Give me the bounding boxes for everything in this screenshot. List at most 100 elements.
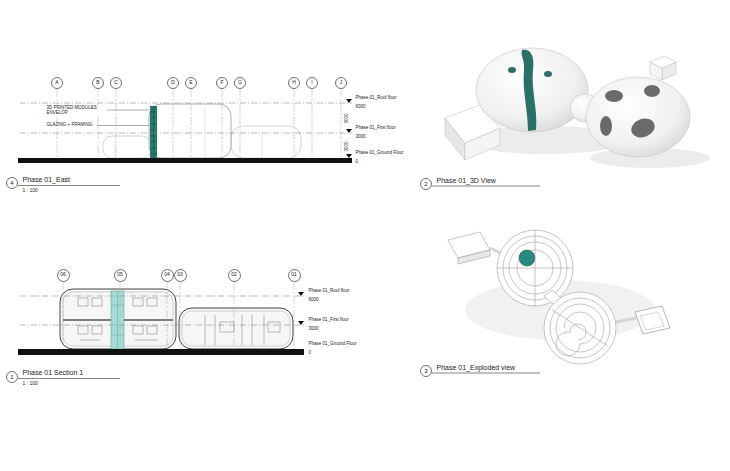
bubble-circle <box>307 78 318 89</box>
bubble-circle <box>174 269 186 281</box>
title-underline <box>432 373 540 374</box>
grid-line <box>180 282 181 349</box>
exploded-view <box>544 292 616 364</box>
exploded-view <box>497 268 573 269</box>
section-building <box>252 315 253 345</box>
section-building <box>205 315 206 345</box>
level-name: Phase 01_First floor <box>308 318 349 323</box>
bubble-circle <box>57 269 69 281</box>
section-building <box>111 335 124 336</box>
level-marker <box>346 99 352 158</box>
exploded-view <box>556 312 596 356</box>
level-marker <box>346 129 352 133</box>
bubble-circle <box>217 78 228 89</box>
level-line <box>20 325 304 326</box>
view-callout: 3 <box>420 365 432 377</box>
level-line <box>20 103 352 133</box>
dimension: 3000 <box>346 140 351 151</box>
3d-view <box>522 50 537 131</box>
grid-label: F <box>220 80 223 86</box>
dimension: 3000 <box>346 112 351 123</box>
annotation: GLAZING + FRAMING <box>46 123 93 128</box>
3d-view <box>605 90 623 102</box>
3d-view <box>586 77 690 157</box>
section-building <box>80 340 100 341</box>
section-building <box>242 315 243 345</box>
section-building <box>133 326 143 334</box>
grid-line <box>63 282 64 349</box>
elevation-building <box>149 104 231 158</box>
bubble-circle <box>336 78 347 89</box>
exploded-view <box>448 230 670 364</box>
exploded-view <box>519 250 535 266</box>
view-title: Phase 01 Section 1 <box>22 369 84 377</box>
grid-label: 04 <box>164 272 170 278</box>
title-underline <box>18 185 120 186</box>
grid-label: E <box>189 80 192 86</box>
section-building <box>92 298 102 306</box>
level-name: Phase 01_Roof floor <box>355 96 397 101</box>
section-building <box>147 298 157 306</box>
exploded-view <box>635 306 670 334</box>
grid-bubble: 04 <box>161 269 174 282</box>
leader-line <box>97 125 149 126</box>
grid-line <box>341 89 342 158</box>
grid-line <box>312 89 313 158</box>
bubble-circle <box>7 372 18 383</box>
elevation-building <box>115 140 116 158</box>
grid-bubble: E <box>185 77 197 89</box>
level-marker <box>346 99 352 103</box>
scale: 1 : 100 <box>22 381 38 387</box>
exploded-view <box>552 310 608 346</box>
grid-line <box>294 89 295 158</box>
bubble-circle <box>235 78 246 89</box>
section-building <box>78 298 88 306</box>
section-building <box>215 315 216 345</box>
grid-line <box>57 89 341 158</box>
3d-view <box>445 48 710 168</box>
view-title: Phase 01_Exploded view <box>436 364 516 372</box>
callout-number: 3 <box>424 368 427 375</box>
grid-label: 01 <box>291 272 297 278</box>
elevation-building <box>231 126 301 158</box>
exploded-view <box>640 312 664 330</box>
view-callout: 4 <box>6 177 18 189</box>
grid-bubble: A <box>51 77 63 89</box>
level-marker <box>346 154 352 158</box>
level-marker <box>298 292 304 296</box>
level-value: 6000 <box>355 105 366 110</box>
section-building <box>268 322 280 332</box>
bubble-circle <box>186 78 197 89</box>
level-value: 6000 <box>308 298 319 303</box>
level-value: 3000 <box>308 327 319 332</box>
bubble-circle <box>52 78 63 89</box>
grid-bubble: C <box>110 77 122 89</box>
section-building <box>264 315 265 345</box>
level-name: Phase 01_Roof floor <box>308 289 350 294</box>
grid-bubble: 02 <box>228 269 241 282</box>
scale: 1 : 100 <box>22 188 38 194</box>
grid-line <box>240 89 241 158</box>
annotation: 3D PRINTED MODULES ENVELOP <box>46 106 107 116</box>
grid-bubble: J <box>335 77 347 89</box>
bubble-circle <box>168 78 179 89</box>
grid-label: I <box>311 80 312 86</box>
bubble-circle <box>421 366 432 377</box>
level-value: 0 <box>355 160 359 165</box>
exploded-view <box>616 318 636 322</box>
section-building <box>78 326 88 334</box>
3d-view <box>644 85 660 97</box>
3d-view <box>600 116 612 136</box>
level-value: 3000 <box>355 135 366 140</box>
grid-line <box>63 282 294 349</box>
grid-bubble: G <box>234 77 246 89</box>
3d-view <box>544 71 552 77</box>
grid-label: J <box>340 80 343 86</box>
level-line <box>20 296 304 325</box>
grid-line <box>173 89 174 158</box>
grid-label: B <box>96 80 99 86</box>
level-line <box>20 296 304 297</box>
grid-label: C <box>114 80 118 86</box>
grid-label: 02 <box>231 272 237 278</box>
